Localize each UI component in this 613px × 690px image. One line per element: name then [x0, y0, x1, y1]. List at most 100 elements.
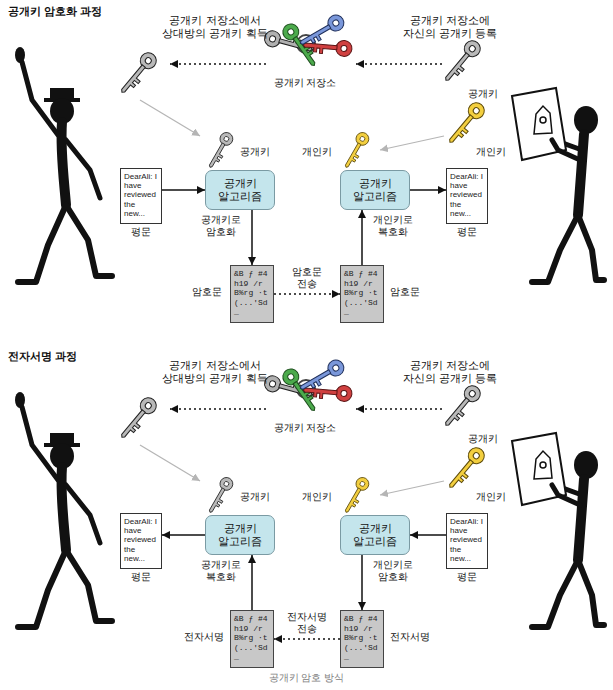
section-illustration	[15, 12, 604, 282]
text-label: 공개키 저장소에 자신의 공개키 등록	[395, 359, 505, 385]
node-text: 공개키 알고리즘	[345, 177, 405, 203]
label-slot: 개인키	[476, 491, 516, 503]
node-text: DearAli: I have reviewed the new...	[450, 517, 484, 563]
text-label: 공개키	[240, 146, 280, 158]
label-slot: 공개키	[468, 433, 508, 445]
text-label: 전자서명	[184, 631, 228, 643]
text-label: 평문	[116, 571, 166, 583]
text-label: 개인키	[476, 491, 516, 503]
flow-arrow	[251, 210, 253, 265]
text-label: 평문	[442, 226, 492, 238]
plaintext-document: DearAli: I have reviewed the new...	[120, 168, 162, 224]
section-title: 공개키 암호화 과정	[8, 5, 148, 18]
label-slot: 암호문	[390, 286, 430, 298]
label-slot: 평문	[442, 571, 492, 583]
text-label: 암호문	[390, 286, 430, 298]
node-text: DearAli: I have reviewed the new...	[124, 172, 158, 218]
node-text: 공개키 알고리즘	[210, 177, 270, 203]
flow-arrow	[162, 189, 205, 191]
ciphertext-document: &B ƒ #4h19 /r B%rg ·t (...'Sd_	[340, 610, 384, 668]
text-label: 전자서명	[390, 631, 436, 643]
text-label: 개인키	[302, 146, 340, 158]
node-text: &B ƒ #4h19 /r B%rg ·t (...'Sd_	[344, 614, 380, 662]
edge-label: 전자서명 전송	[284, 611, 330, 635]
text-label: 개인키로 암호화	[366, 559, 420, 583]
label-slot: 공개키	[468, 88, 508, 100]
label-slot: 공개키 암호화 과정	[8, 5, 148, 18]
process-box: 공개키 알고리즘	[205, 170, 275, 210]
text-label: 공개키 저장소	[265, 77, 345, 89]
text-label: 암호문	[192, 286, 228, 298]
plaintext-document: DearAli: I have reviewed the new...	[120, 513, 162, 569]
text-label: 개인키로 복호화	[366, 214, 420, 238]
node-text: 공개키 알고리즘	[210, 522, 270, 548]
caption: 공개키 암호 방식	[0, 672, 613, 684]
label-slot: 공개키 저장소	[265, 77, 345, 89]
caption-slot: 공개키 암호 방식	[0, 672, 613, 684]
transmission-arrow	[274, 293, 340, 295]
flow-arrow	[162, 534, 205, 536]
label-slot: 개인키로 복호화	[366, 214, 420, 238]
label-slot: 암호문	[192, 286, 228, 298]
label-slot: 전자서명 과정	[8, 350, 148, 363]
transmission-arrow	[274, 638, 340, 640]
label-slot: 공개키 저장소에 자신의 공개키 등록	[395, 14, 505, 40]
label-slot: 전자서명	[184, 631, 228, 643]
text-label: 공개키 저장소에서 상대방의 공개키 획득	[155, 359, 275, 385]
node-text: 공개키 알고리즘	[345, 522, 405, 548]
text-label: 개인키	[476, 146, 516, 158]
label-slot: 공개키 저장소에 자신의 공개키 등록	[395, 359, 505, 385]
section-illustration	[15, 357, 604, 627]
flow-arrow	[410, 189, 446, 191]
process-box: 공개키 알고리즘	[340, 515, 410, 555]
section-title: 전자서명 과정	[8, 350, 148, 363]
label-slot: 공개키 저장소에서 상대방의 공개키 획득	[155, 14, 275, 40]
label-slot: 공개키	[240, 146, 280, 158]
process-box: 공개키 알고리즘	[205, 515, 275, 555]
text-label: 공개키 저장소에 자신의 공개키 등록	[395, 14, 505, 40]
label-slot: 전자서명	[390, 631, 436, 643]
label-slot: 암호문 전송	[284, 266, 330, 290]
text-label: 평문	[442, 571, 492, 583]
ciphertext-document: &B ƒ #4h19 /r B%rg ·t (...'Sd_	[340, 265, 384, 323]
text-label: 공개키로 암호화	[194, 214, 248, 238]
text-label: 평문	[116, 226, 166, 238]
label-slot: 평문	[116, 571, 166, 583]
plaintext-document: DearAli: I have reviewed the new...	[446, 513, 488, 569]
text-label: 공개키	[468, 88, 508, 100]
label-slot: 개인키	[302, 146, 340, 158]
ciphertext-document: &B ƒ #4h19 /r B%rg ·t (...'Sd_	[230, 610, 274, 668]
plaintext-document: DearAli: I have reviewed the new...	[446, 168, 488, 224]
label-slot: 공개키	[240, 491, 280, 503]
node-text: DearAli: I have reviewed the new...	[124, 517, 158, 563]
node-text: &B ƒ #4h19 /r B%rg ·t (...'Sd_	[344, 269, 380, 317]
ciphertext-document: &B ƒ #4h19 /r B%rg ·t (...'Sd_	[230, 265, 274, 323]
label-slot: 평문	[116, 226, 166, 238]
flow-arrow	[410, 534, 446, 536]
text-label: 공개키	[468, 433, 508, 445]
text-label: 공개키 저장소	[265, 422, 345, 434]
process-box: 공개키 알고리즘	[340, 170, 410, 210]
flow-arrow	[361, 210, 363, 265]
flow-arrow	[361, 555, 363, 610]
label-slot: 공개키 저장소	[265, 422, 345, 434]
node-text: &B ƒ #4h19 /r B%rg ·t (...'Sd_	[234, 269, 270, 317]
node-text: &B ƒ #4h19 /r B%rg ·t (...'Sd_	[234, 614, 270, 662]
label-slot: 전자서명 전송	[284, 611, 330, 635]
label-slot: 평문	[442, 226, 492, 238]
text-label: 공개키 저장소에서 상대방의 공개키 획득	[155, 14, 275, 40]
label-slot: 개인키	[476, 146, 516, 158]
flow-arrow	[251, 555, 253, 610]
label-slot: 개인키로 암호화	[366, 559, 420, 583]
text-label: 공개키로 복호화	[194, 559, 248, 583]
label-slot: 공개키로 암호화	[194, 214, 248, 238]
label-slot: 개인키	[302, 491, 340, 503]
label-slot: 공개키로 복호화	[194, 559, 248, 583]
node-text: DearAli: I have reviewed the new...	[450, 172, 484, 218]
label-slot: 공개키 저장소에서 상대방의 공개키 획득	[155, 359, 275, 385]
text-label: 개인키	[302, 491, 340, 503]
edge-label: 암호문 전송	[284, 266, 330, 290]
